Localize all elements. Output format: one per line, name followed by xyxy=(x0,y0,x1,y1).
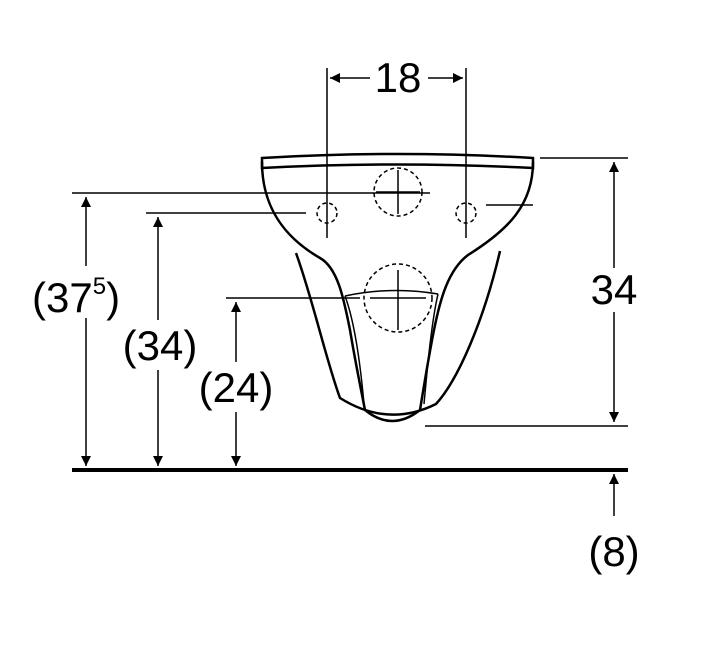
label-left-outer: (375) xyxy=(32,273,120,321)
dimension-left-inner: (24) xyxy=(199,302,274,466)
dimension-left-outer: (375) xyxy=(32,197,120,466)
label-below-floor: (8) xyxy=(588,528,639,575)
label-left-outer-close: ) xyxy=(106,274,120,321)
dimension-top-width: 18 xyxy=(326,54,467,238)
label-left-outer-sup: 5 xyxy=(93,273,106,300)
dimension-left-middle: (34) xyxy=(123,217,198,466)
label-left-inner: (24) xyxy=(199,364,274,411)
label-top-width: 18 xyxy=(375,54,422,101)
label-left-outer-base: (37 xyxy=(32,274,93,321)
toilet-bowl xyxy=(260,152,535,423)
dimension-right-height: 34 xyxy=(425,157,638,427)
label-right-height: 34 xyxy=(591,266,638,313)
label-left-middle: (34) xyxy=(123,322,198,369)
dimension-below-floor: (8) xyxy=(588,474,640,575)
